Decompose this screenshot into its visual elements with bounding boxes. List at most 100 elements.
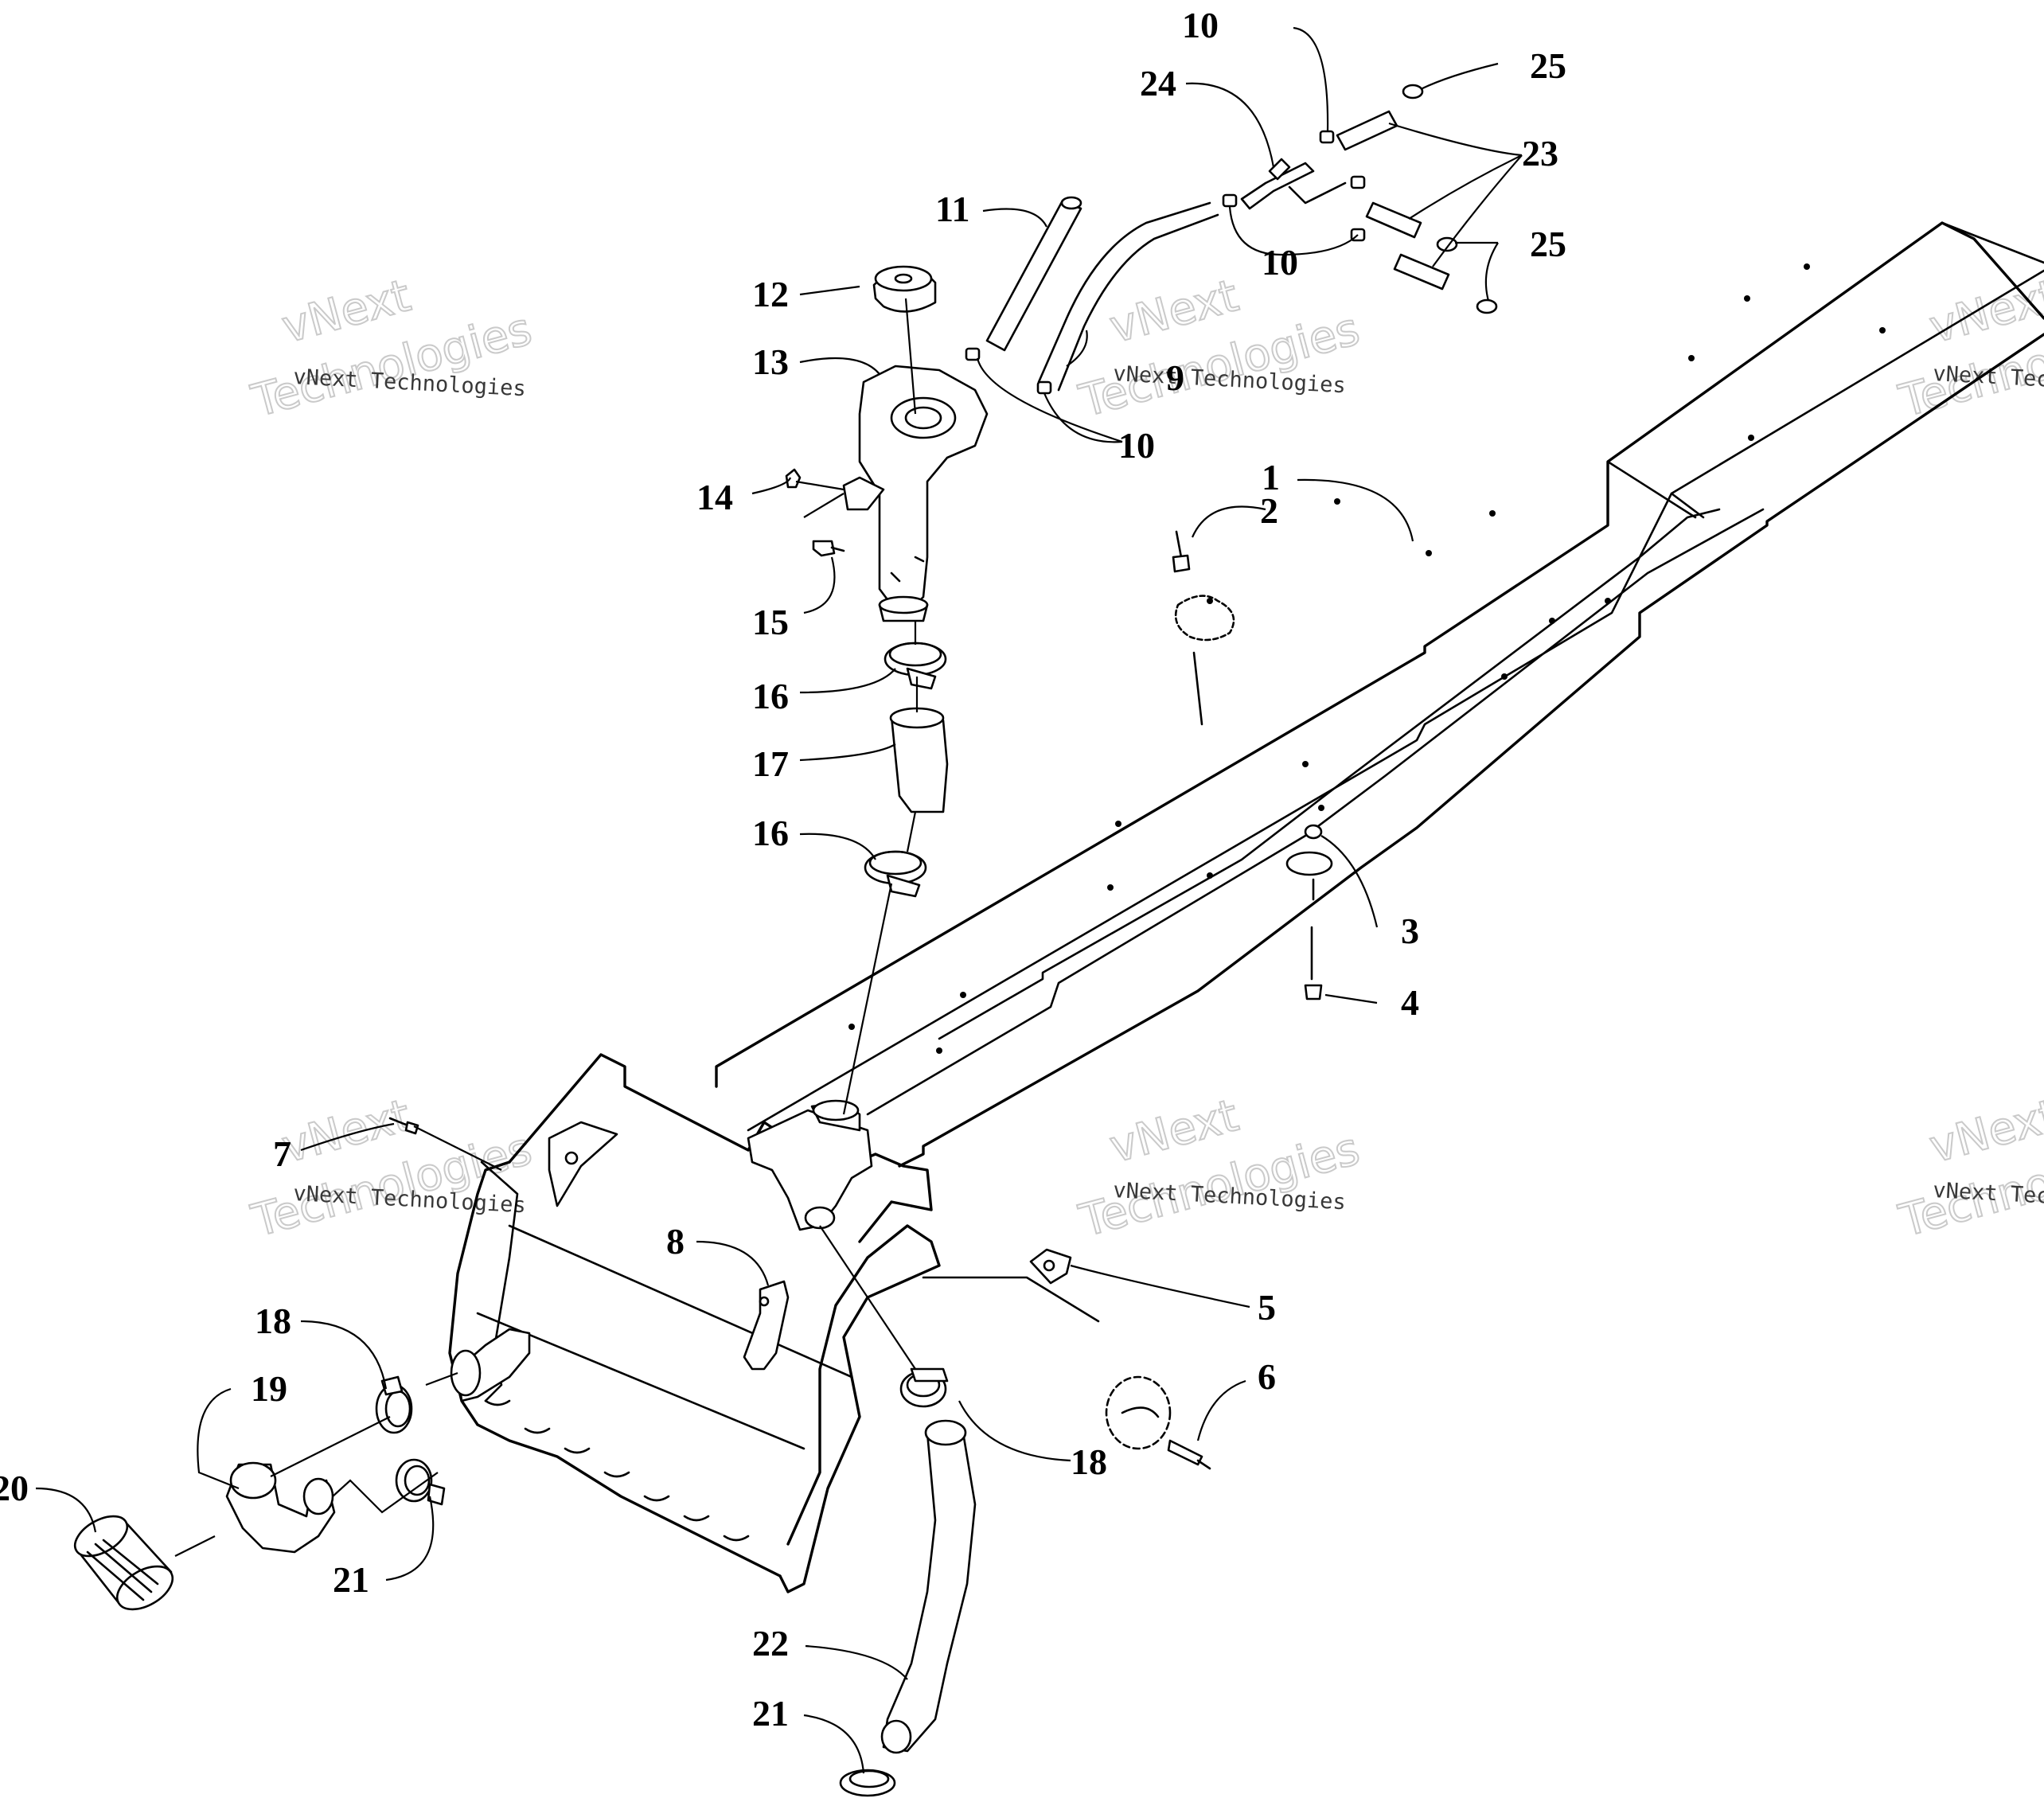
callout-11: 11 [935, 189, 969, 229]
callout-21-bottom: 21 [752, 1693, 789, 1734]
callout-17: 17 [752, 743, 789, 784]
callout-18-right: 18 [1071, 1441, 1107, 1482]
leader-10c2 [976, 357, 1123, 443]
heat-exchanger-tunnel [715, 221, 2044, 1168]
callout-6: 6 [1258, 1356, 1276, 1397]
tunnel-holes [848, 263, 1886, 1054]
leader-25c [1484, 242, 1499, 302]
leader-8 [696, 1240, 770, 1286]
hose-22 [880, 1419, 977, 1754]
leader-24 [1185, 82, 1275, 168]
leader-5 [1070, 1264, 1250, 1309]
front-heat-exchanger [448, 1053, 941, 1593]
callout-21-left: 21 [333, 1559, 369, 1600]
rivet-2 [1172, 530, 1235, 726]
elbow-hose-19 [225, 1461, 336, 1554]
vent-hoses-23 [1336, 110, 1450, 291]
callout-23: 23 [1522, 133, 1558, 174]
leader-23b [1408, 154, 1523, 220]
leader-10b2 [1228, 206, 1282, 256]
leader-1 [1297, 478, 1414, 542]
callout-1: 1 [1262, 457, 1280, 497]
leader-4 [1324, 993, 1378, 1004]
hose-clamp-21-left [395, 1458, 446, 1506]
callout-18-left: 18 [255, 1301, 291, 1341]
bracket-8 [743, 1280, 790, 1371]
screw-4 [1304, 926, 1323, 1000]
callout-16-bottom: 16 [752, 813, 789, 853]
callout-22: 22 [752, 1623, 789, 1664]
assembly-lines [174, 298, 919, 1557]
callout-14: 14 [696, 477, 733, 517]
leader-23a [1388, 122, 1523, 157]
leader-10c [1043, 392, 1123, 443]
hose-clamp-18-right [899, 1367, 949, 1408]
leader-20 [35, 1487, 97, 1533]
leader-17 [799, 743, 896, 762]
leader-25a [1420, 62, 1499, 90]
leader-18a [300, 1320, 388, 1390]
callout-24: 24 [1140, 63, 1176, 103]
callout-4: 4 [1401, 982, 1419, 1023]
callout-25-bottom: 25 [1530, 224, 1566, 264]
callout-12: 12 [752, 274, 789, 314]
leader-14 [751, 477, 792, 495]
overflow-hose-11 [985, 196, 1082, 352]
clamps-25 [1402, 84, 1498, 314]
leader-16b [799, 833, 876, 860]
leader-9 [1066, 330, 1088, 367]
leader-2 [1191, 505, 1266, 538]
leader-19 [197, 1387, 240, 1490]
callout-numbers: 1 2 3 4 5 6 7 8 9 10 10 10 11 12 13 14 1… [0, 5, 1566, 1734]
watermarks: vNext Technologies vNext Technologies vN… [245, 269, 2044, 1248]
rivet-6 [1105, 1375, 1211, 1470]
leader-22 [805, 1644, 908, 1680]
callout-16-top: 16 [752, 676, 789, 716]
callout-7: 7 [273, 1133, 291, 1174]
leader-23c [1432, 154, 1523, 267]
leader-10b [1281, 234, 1359, 256]
leader-15 [803, 556, 836, 614]
leader-18b [958, 1400, 1071, 1462]
rivet-7 [388, 1117, 419, 1135]
leader-13 [799, 357, 880, 375]
callout-leaders [35, 26, 1523, 1774]
leader-21a [385, 1496, 435, 1582]
hose-clamp-21-bottom [839, 1769, 896, 1797]
callout-8: 8 [666, 1221, 685, 1262]
hose-17 [889, 707, 949, 813]
leader-12 [799, 285, 860, 296]
callout-5: 5 [1258, 1287, 1276, 1328]
nut-3 [1285, 824, 1333, 901]
callout-13: 13 [752, 341, 789, 382]
callout-9: 9 [1166, 357, 1184, 398]
vent-hose-9 [1037, 201, 1219, 392]
callout-3: 3 [1401, 911, 1419, 951]
leader-11 [982, 208, 1047, 228]
hose-coupler-20 [73, 1515, 174, 1611]
hose-clamp-18-left [375, 1375, 413, 1434]
nut-14 [785, 468, 802, 489]
callout-10-low: 10 [1118, 425, 1155, 466]
callout-25-top: 25 [1530, 45, 1566, 86]
callout-15: 15 [752, 602, 789, 642]
hose-clamp-16-top [884, 642, 947, 690]
callout-19: 19 [251, 1368, 287, 1409]
leader-10a [1293, 26, 1329, 132]
plate-5 [922, 1248, 1100, 1323]
callout-2: 2 [1260, 490, 1278, 531]
callout-20: 20 [0, 1468, 29, 1508]
water-outlet-fitting [747, 1099, 873, 1231]
t-fitting-24 [1240, 158, 1347, 210]
watermark-vnext: vNext [1925, 1090, 2044, 1173]
callout-10-mid: 10 [1262, 242, 1298, 283]
leader-3 [1320, 835, 1379, 928]
callout-10-top: 10 [1182, 5, 1219, 45]
screw-15 [812, 540, 845, 557]
leader-16a [799, 668, 896, 694]
leader-6 [1196, 1379, 1246, 1441]
leader-21b [803, 1714, 865, 1774]
coolant-tank [842, 365, 989, 622]
leader-7 [300, 1122, 395, 1152]
